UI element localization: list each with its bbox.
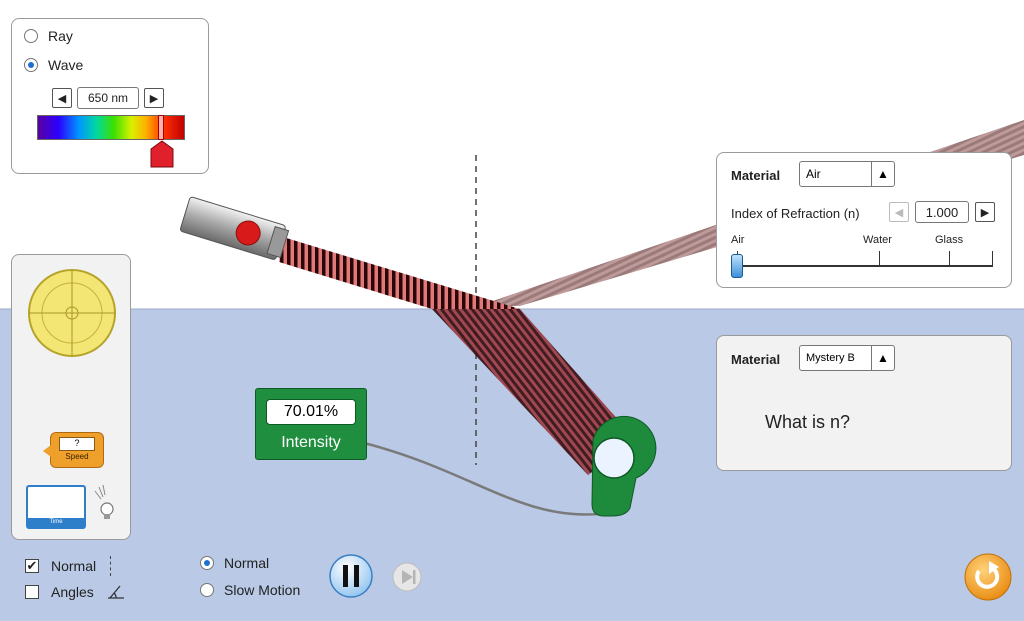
- index-of-refraction-label: Index of Refraction (n): [731, 206, 860, 221]
- chevron-up-icon[interactable]: ▲: [871, 162, 894, 186]
- intensity-probe[interactable]: [591, 415, 657, 517]
- index-value: 1.000: [915, 201, 969, 223]
- bottom-material-panel: Material Mystery B ▲ What is n?: [716, 335, 1012, 471]
- intensity-label: Intensity: [281, 434, 341, 451]
- normal-checkbox-row[interactable]: ✔ Normal: [25, 556, 112, 576]
- index-slider-track[interactable]: [737, 265, 993, 267]
- laser-pointer[interactable]: [180, 196, 290, 262]
- intensity-meter[interactable]: 70.01% Intensity: [255, 388, 367, 460]
- angles-checkbox[interactable]: [25, 585, 39, 599]
- wavelength-increase-button[interactable]: ▶: [144, 88, 164, 108]
- meter-wire: [363, 441, 599, 516]
- angles-checkbox-row[interactable]: Angles: [25, 584, 126, 600]
- time-tool[interactable]: Time: [26, 485, 86, 529]
- ray-option[interactable]: Ray: [24, 28, 73, 44]
- toolbox-panel: ? Speed Time: [11, 254, 131, 540]
- mystery-question: What is n?: [765, 412, 851, 432]
- speed-tool[interactable]: ? Speed: [43, 432, 104, 468]
- slow-motion-option[interactable]: Slow Motion: [200, 582, 300, 598]
- slow-motion-label: Slow Motion: [224, 582, 301, 598]
- wavelength-slider-thumb[interactable]: [149, 140, 175, 168]
- step-button[interactable]: [392, 562, 422, 592]
- top-material-label: Material: [731, 168, 781, 183]
- normal-speed-option[interactable]: Normal: [200, 555, 269, 571]
- bottom-material-label: Material: [731, 352, 781, 367]
- wave-label: Wave: [48, 57, 84, 73]
- top-material-value: Air: [806, 167, 821, 181]
- top-material-panel: Material Air ▲ Index of Refraction (n) ◀…: [716, 152, 1012, 288]
- top-material-select[interactable]: Air ▲: [799, 161, 895, 187]
- ray-radio[interactable]: [24, 29, 38, 43]
- normal-speed-radio[interactable]: [200, 556, 214, 570]
- incident-beam: [279, 237, 520, 309]
- angle-icon: [107, 585, 124, 599]
- normal-checkbox-label: Normal: [51, 558, 97, 574]
- normal-line-icon: [110, 556, 112, 576]
- protractor-icon[interactable]: [26, 267, 118, 359]
- bottom-material-value: Mystery B: [806, 352, 855, 364]
- reset-button[interactable]: [964, 553, 1012, 601]
- light-bulb-icon[interactable]: [89, 483, 119, 523]
- speed-value: ?: [59, 437, 95, 451]
- wavelength-slider-marker[interactable]: [158, 115, 164, 140]
- ray-label: Ray: [48, 28, 73, 44]
- wave-radio[interactable]: [24, 58, 38, 72]
- time-label: Time: [28, 518, 84, 527]
- index-decrease-button[interactable]: ◀: [889, 202, 909, 222]
- normal-speed-label: Normal: [224, 555, 270, 571]
- wave-option[interactable]: Wave: [24, 57, 83, 73]
- wavelength-control: ◀ 650 nm ▶: [52, 87, 164, 109]
- slider-tick-air: Air: [731, 234, 745, 246]
- angles-checkbox-label: Angles: [51, 584, 94, 600]
- view-mode-panel: Ray Wave ◀ 650 nm ▶: [11, 18, 209, 174]
- wavelength-value: 650 nm: [77, 87, 139, 109]
- pause-button[interactable]: [329, 554, 373, 598]
- index-slider-thumb[interactable]: [731, 254, 743, 278]
- index-control: ◀ 1.000 ▶: [889, 201, 995, 223]
- bottom-material-select[interactable]: Mystery B ▲: [799, 345, 895, 371]
- refracted-beam: [432, 309, 636, 475]
- slider-tick-glass: Glass: [935, 234, 964, 246]
- speed-label: Speed: [65, 452, 89, 461]
- slow-motion-radio[interactable]: [200, 583, 214, 597]
- chevron-up-icon[interactable]: ▲: [871, 346, 894, 370]
- slider-tick-water: Water: [863, 234, 892, 246]
- intensity-value: 70.01%: [266, 399, 356, 425]
- index-increase-button[interactable]: ▶: [975, 202, 995, 222]
- wavelength-decrease-button[interactable]: ◀: [52, 88, 72, 108]
- laser-button[interactable]: [233, 218, 263, 248]
- normal-checkbox[interactable]: ✔: [25, 558, 39, 573]
